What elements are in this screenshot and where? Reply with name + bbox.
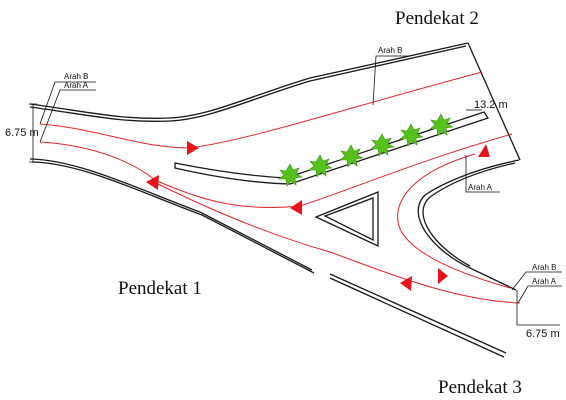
tree-icon	[308, 154, 333, 178]
leader-left-2	[39, 89, 96, 143]
width-left-label: 6.75 m	[5, 127, 39, 139]
road-edge-top	[29, 42, 469, 119]
road-edge-lower-left-2	[31, 161, 315, 274]
median-length-label: 13.2 m	[474, 99, 508, 111]
arah-a-right-label: Arah A	[532, 277, 557, 286]
road-edge-corner-2	[422, 162, 516, 267]
tree-icon	[339, 144, 364, 168]
road-edge-lower-left	[29, 158, 313, 271]
triangle-island-inner	[323, 197, 374, 242]
arah-a-mid-label: Arah A	[468, 183, 493, 192]
arah-b-top-label: Arah B	[378, 46, 402, 55]
approach-2-label: Pendekat 2	[395, 8, 479, 29]
road-edge-top-inner	[29, 45, 467, 122]
direction-arrow-icon	[187, 141, 199, 155]
direction-arrows	[146, 141, 490, 291]
approach-3-label: Pendekat 3	[438, 377, 522, 398]
lane-line-arah-a-lower	[149, 179, 521, 304]
tree-icon	[399, 123, 424, 147]
triangle-island	[314, 191, 379, 248]
direction-arrow-icon	[400, 276, 412, 291]
arah-b-right-label: Arah B	[532, 263, 556, 272]
leader-right-a	[517, 285, 562, 304]
road-edges	[29, 42, 521, 358]
arah-a-left-label: Arah A	[64, 81, 89, 90]
direction-arrow-icon	[478, 144, 490, 157]
median-trees	[278, 113, 454, 187]
road-edge-bottom-2	[329, 277, 505, 358]
road-edge-right-end	[467, 42, 521, 161]
road-edge-bottom	[329, 273, 507, 354]
arah-b-left-label: Arah B	[64, 72, 88, 81]
lane-line-curve	[397, 153, 511, 289]
lane-line-arah-b	[39, 71, 483, 149]
lane-line-arah-a-upper	[39, 133, 513, 209]
leader-arah-b-top	[372, 55, 408, 106]
approach-1-label: Pendekat 1	[118, 278, 202, 299]
leader-arah-a-mid	[465, 155, 500, 193]
tree-icon	[370, 133, 395, 157]
width-right-label: 6.75 m	[526, 328, 560, 340]
tree-icon	[278, 163, 303, 187]
road-edge-corner	[417, 159, 520, 291]
dim-line-right	[516, 290, 560, 326]
dim-line-left	[29, 103, 37, 163]
tree-icon	[429, 113, 454, 137]
median-island	[174, 111, 490, 185]
leader-left	[39, 81, 96, 125]
leader-lines	[29, 55, 562, 326]
direction-arrow-icon	[290, 200, 302, 215]
direction-arrow-icon	[146, 175, 159, 190]
lane-lines	[39, 71, 521, 304]
leader-right-b	[511, 271, 562, 291]
direction-arrow-icon	[438, 268, 448, 284]
